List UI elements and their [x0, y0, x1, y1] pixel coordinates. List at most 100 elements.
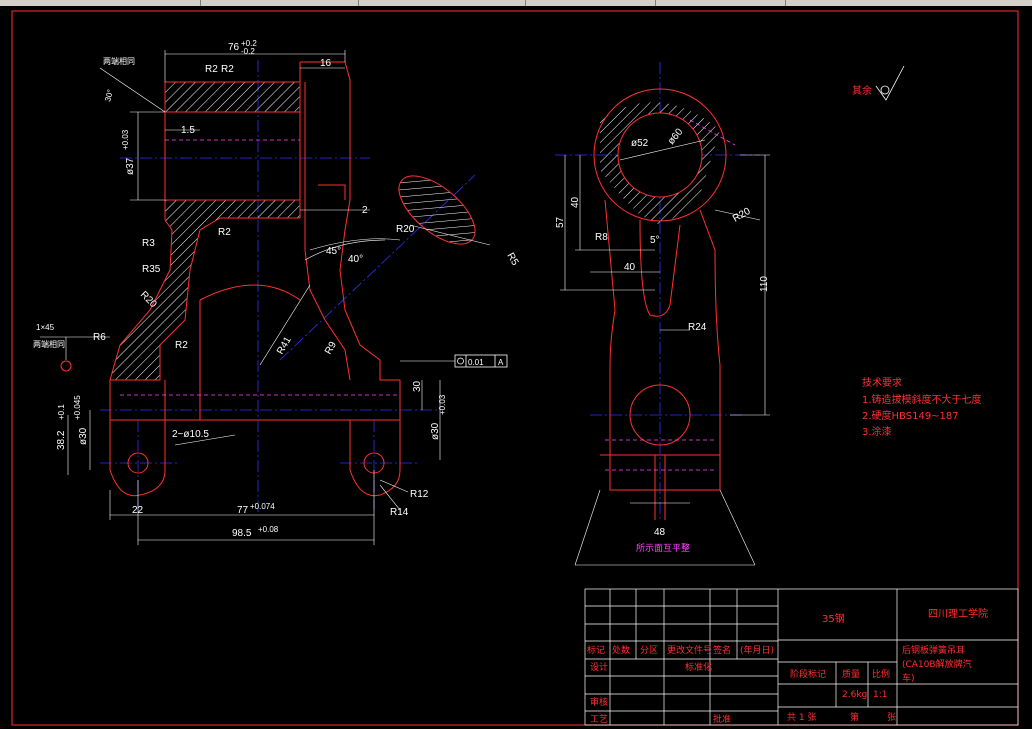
tb-header-label: 签名 [713, 644, 731, 656]
tb-header-label: 更改文件号 [667, 644, 712, 656]
radius-r14: R14 [390, 507, 409, 518]
side-base-label: 所示面互平整 [636, 542, 690, 553]
dim-top-width-tol-low: -0.2 [241, 47, 255, 56]
tb-mass-label: 质量 [842, 668, 860, 680]
dim-chamfer: 1×45 [36, 323, 55, 332]
section-radius-r5: R5 [504, 251, 520, 268]
toolbar-divider [200, 0, 201, 6]
tech-req-item-2: 2.硬度HBS149~187 [862, 409, 959, 422]
tech-req-item-1: 1.铸造拔模斜度不大于七度 [862, 393, 982, 406]
front-dimension-lines [40, 50, 491, 545]
dim-bore-30-right: ø30 [430, 422, 441, 440]
dim-angle-30: 30° [103, 88, 115, 102]
fillet-r2-low: R2 [175, 340, 188, 351]
radius-r9: R9 [323, 340, 339, 357]
roughness-symbol-icon [875, 65, 905, 101]
side-dim-40-horizontal: 40 [624, 262, 636, 273]
gdt-frame: 0.01 A [400, 354, 508, 368]
tb-process: 工艺 [590, 714, 608, 725]
side-dim-110: 110 [759, 276, 770, 292]
dim-38-2: 38.2 [56, 430, 67, 450]
dim-98-5-tol: +0.08 [258, 525, 279, 534]
tech-req-title: 技术要求 [862, 376, 902, 389]
tech-requirements: 技术要求 1.铸造拔模斜度不大于七度 2.硬度HBS149~187 3.涂漆 [862, 376, 982, 438]
tb-school: 四川理工学院 [928, 607, 988, 620]
tb-standardize: 标准化 [685, 661, 712, 673]
side-dim-40-vertical: 40 [570, 196, 581, 208]
dim-98-5: 98.5 [232, 528, 252, 539]
toolbar-divider [655, 0, 656, 6]
tb-stage-mark: 阶段标记 [790, 668, 826, 680]
tb-part-name-2: (CA10B解放牌汽 [902, 658, 972, 670]
section-top-bar [164, 81, 301, 113]
radius-r12: R12 [410, 489, 429, 500]
radius-r35: R35 [142, 264, 161, 275]
tb-header-label: 分区 [640, 645, 658, 656]
dim-bore-30-left: ø30 [78, 427, 89, 445]
drawing-frame [11, 10, 1019, 726]
gdt-value: 0.01 [468, 358, 484, 367]
dim-holes: 2−ø10.5 [172, 429, 209, 440]
dim-bore-30-right-tol: +0.03 [438, 394, 447, 415]
removed-section [398, 175, 476, 245]
dim-offset-1-5: 1.5 [181, 125, 195, 136]
tb-design: 设计 [590, 661, 608, 673]
section-radius-r20: R20 [396, 224, 415, 235]
dim-77-tol: +0.074 [250, 502, 275, 511]
dim-top-width: 76 [228, 42, 240, 53]
fillet-r2-b: R2 [221, 64, 234, 75]
tech-req-item-3: 3.涂漆 [862, 425, 892, 438]
front-outline [109, 61, 401, 497]
tb-header-row: 标记处数分区更改文件号签名(年月日) [587, 644, 774, 656]
side-hidden-lines [605, 119, 736, 471]
note-both-ends-top: 两端相同 [103, 56, 135, 66]
surface-note: 其余 [852, 65, 905, 101]
fillet-r2-mid: R2 [218, 227, 231, 238]
toolbar-divider [525, 0, 526, 6]
side-dimension-lines [560, 139, 770, 566]
dim-boss-width: 16 [320, 58, 332, 69]
tb-review: 审核 [590, 696, 608, 708]
dim-bore-37: ø37 [125, 157, 136, 175]
tb-header-label: (年月日) [740, 644, 774, 656]
tb-material: 35钢 [822, 612, 845, 625]
tb-sheet-label: 第 [850, 711, 859, 723]
tb-approve: 批准 [713, 713, 731, 725]
dim-bore-37-tol: +0.03 [121, 129, 130, 150]
dim-gap-2: 2 [362, 205, 368, 216]
front-centerlines [100, 60, 476, 515]
side-radius-r8: R8 [595, 232, 608, 243]
tb-part-name-3: 车) [902, 672, 915, 684]
front-view: 0.01 A 76 +0.2 -0.2 16 两端相同 30° R2 R2 1.… [33, 39, 521, 545]
fillet-r2-a: R2 [205, 64, 218, 75]
dim-38-2-tol: +0.1 [57, 404, 66, 420]
radius-r41: R41 [275, 335, 294, 357]
side-outline [593, 88, 727, 520]
fillet-r3: R3 [142, 238, 155, 249]
side-radius-r24: R24 [688, 322, 707, 333]
side-view: ø52 ø60 57 40 R8 5° 40 R20 110 R24 48 所示… [555, 62, 770, 566]
datum-marker-icon [60, 360, 72, 372]
tb-scale: 1:1 [873, 690, 887, 700]
concentricity-icon [457, 357, 464, 365]
gdt-datum: A [498, 358, 504, 367]
dim-angle-40: 40° [348, 254, 363, 265]
dim-bore-30-left-tol: +0.045 [73, 395, 82, 420]
dim-77: 77 [237, 505, 249, 516]
tb-mass: 2.6kg [842, 690, 867, 700]
toolbar-divider [785, 0, 786, 6]
side-angle-5: 5° [650, 235, 660, 246]
tb-header-label: 处数 [612, 644, 630, 656]
dim-top-width-tol-up: +0.2 [241, 39, 257, 48]
side-dim-48: 48 [654, 527, 666, 538]
section-left-web [109, 199, 301, 381]
top-toolbar-strip [0, 0, 1032, 6]
tb-scale-label: 比例 [872, 668, 890, 680]
fillet-r6: R6 [93, 332, 106, 343]
dim-angle-45: 45° [326, 246, 341, 257]
tb-sheet-unit: 张 [887, 712, 896, 723]
dim-height-30: 30 [412, 380, 423, 392]
title-block: 35钢 四川理工学院 后钢板弹簧吊耳 (CA10B解放牌汽 车) 标记处数分区更… [584, 588, 1019, 726]
tb-sheets-total: 共 1 张 [787, 712, 816, 723]
